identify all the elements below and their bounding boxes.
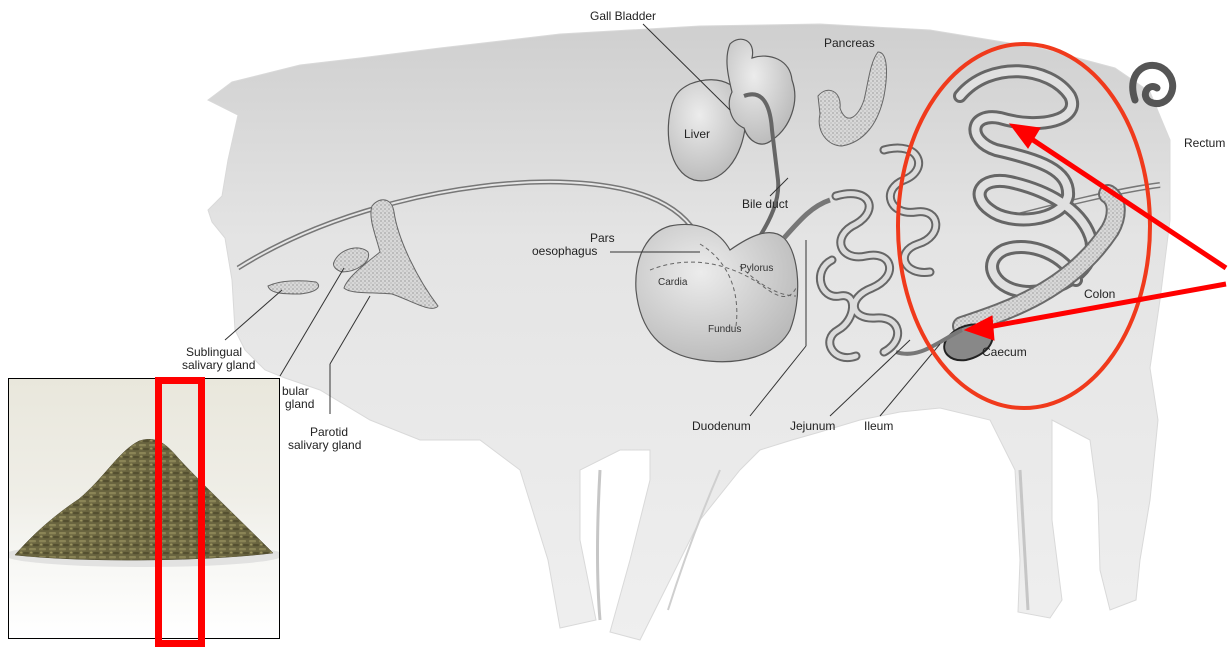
stomach — [636, 224, 798, 361]
label-pylorus: Pylorus — [740, 262, 773, 275]
pellet-pile-svg — [9, 379, 279, 638]
label-cardia: Cardia — [658, 276, 687, 289]
label-bile-duct: Bile duct — [742, 198, 788, 211]
label-ileum: Ileum — [864, 420, 893, 433]
sublingual-gland — [268, 281, 319, 294]
pellet-pile — [15, 439, 273, 560]
label-pancreas: Pancreas — [824, 37, 875, 50]
label-caecum: Caecum — [982, 346, 1027, 359]
label-gall-bladder: Gall Bladder — [590, 10, 656, 23]
feed-pellets-photo — [8, 378, 280, 639]
label-duodenum: Duodenum — [692, 420, 751, 433]
label-pars-2: oesophagus — [532, 245, 597, 258]
label-liver: Liver — [684, 128, 710, 141]
photo-highlight-box — [155, 377, 205, 647]
label-fundus: Fundus — [708, 323, 741, 336]
label-sublingual-2: salivary gland — [182, 359, 255, 372]
leg-shadow-front — [598, 470, 601, 620]
label-colon: Colon — [1084, 288, 1115, 301]
label-jejunum: Jejunum — [790, 420, 835, 433]
label-mandibular-2: gland — [285, 398, 314, 411]
label-rectum: Rectum — [1184, 137, 1225, 150]
label-parotid-2: salivary gland — [288, 439, 361, 452]
